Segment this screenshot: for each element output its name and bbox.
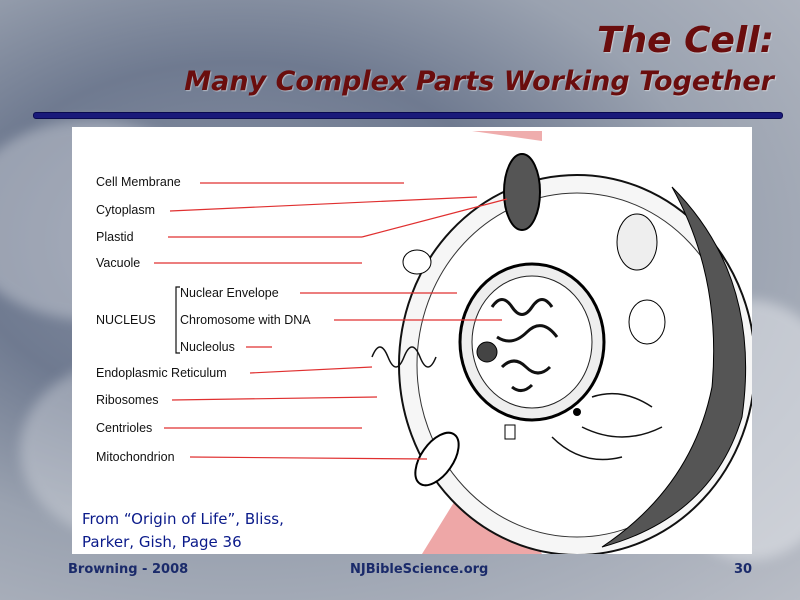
- highlight-top: [472, 131, 542, 141]
- label-endoplasmic-reticulum: Endoplasmic Reticulum: [96, 366, 227, 380]
- citation: From “Origin of Life”, Bliss, Parker, Gi…: [82, 508, 284, 554]
- footer-site: NJBibleScience.org: [350, 562, 489, 577]
- mitochondrion-bottom: [414, 431, 460, 487]
- vacuole-3: [628, 299, 666, 345]
- label-cell-membrane: Cell Membrane: [96, 175, 181, 189]
- label-nucleus: NUCLEUS: [96, 313, 156, 327]
- label-mitochondrion: Mitochondrion: [96, 450, 175, 464]
- footer-author: Browning - 2008: [68, 562, 189, 577]
- vacuole: [616, 213, 658, 271]
- footer-page-number: 30: [734, 562, 753, 577]
- ribosome-dot: [573, 408, 581, 416]
- citation-line-1: From “Origin of Life”, Bliss,: [82, 510, 284, 528]
- endoplasmic-reticulum: [371, 346, 663, 461]
- nucleus-bracket: [175, 286, 180, 354]
- label-cytoplasm: Cytoplasm: [96, 203, 156, 217]
- centriole: [504, 424, 516, 440]
- cut-face: [601, 186, 747, 548]
- slide-subtitle: Many Complex Parts Working Together: [184, 66, 774, 97]
- label-nuclear-envelope: Nuclear Envelope: [180, 286, 279, 300]
- label-vacuole: Vacuole: [96, 256, 141, 270]
- mitochondrion-top: [503, 153, 541, 231]
- citation-line-2: Parker, Gish, Page 36: [82, 533, 242, 551]
- chromosome-strands: [490, 298, 559, 392]
- label-leader-lines: [154, 182, 508, 460]
- label-ribosomes: Ribosomes: [96, 393, 159, 407]
- cell-diagram: [154, 131, 752, 554]
- slide-title: The Cell:: [596, 20, 774, 61]
- vacuole-2: [402, 249, 432, 275]
- diagram-panel: Cell Membrane Cytoplasm Plastid Vacuole …: [72, 127, 752, 554]
- slide-title-block: The Cell: Many Complex Parts Working Tog…: [184, 18, 774, 100]
- title-rule: [33, 112, 783, 119]
- nucleolus: [476, 341, 498, 363]
- label-nucleolus: Nucleolus: [180, 340, 235, 354]
- nucleus-inner: [471, 275, 593, 409]
- label-plastid: Plastid: [96, 230, 134, 244]
- label-chromosome: Chromosome with DNA: [180, 313, 311, 327]
- label-centrioles: Centrioles: [96, 421, 153, 435]
